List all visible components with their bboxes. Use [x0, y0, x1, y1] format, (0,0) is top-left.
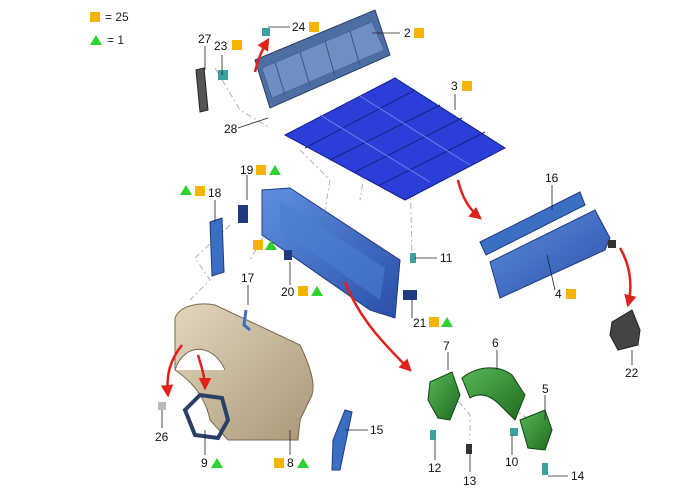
- callout-labels: 2 3 4 5 6 7 8 9 10 11 12 13 14 15 16 17 …: [155, 20, 639, 488]
- square-marker-icon: [298, 286, 308, 296]
- callout-23: 23: [214, 39, 228, 53]
- part-front-panel: [489, 209, 611, 299]
- square-marker-icon: [253, 240, 263, 250]
- square-marker-icon: [256, 165, 266, 175]
- callout-6: 6: [492, 336, 499, 350]
- triangle-marker-icon: [265, 240, 277, 250]
- part-inner-wheelhouse: [461, 367, 526, 421]
- callout-12: 12: [428, 461, 442, 475]
- callout-10: 10: [505, 455, 519, 469]
- callout-13: 13: [463, 474, 477, 488]
- callout-17: 17: [241, 271, 255, 285]
- triangle-marker-icon: [269, 165, 281, 175]
- callout-5: 5: [542, 382, 549, 396]
- square-marker-icon: [274, 458, 284, 468]
- legend-triangle-text: = 1: [107, 33, 125, 47]
- triangle-marker-icon: [211, 458, 223, 468]
- part-tail-lamp: [609, 309, 641, 351]
- triangle-marker-icon: [441, 317, 453, 327]
- callout-16: 16: [545, 171, 559, 185]
- part-small-cap: [608, 240, 616, 248]
- callout-15: 15: [370, 423, 384, 437]
- red-direction-arrows: [160, 37, 637, 398]
- part-fasteners: [158, 28, 548, 475]
- callout-4: 4: [555, 287, 562, 301]
- triangle-marker-icon: [90, 35, 102, 45]
- part-left-bracket: [209, 217, 225, 277]
- square-marker-icon: [232, 40, 242, 50]
- callout-27: 27: [198, 32, 212, 46]
- part-cable: [242, 309, 251, 332]
- part-bed-floor-frame: [283, 77, 506, 201]
- square-marker-icon: [566, 289, 576, 299]
- callout-9: 9: [201, 456, 208, 470]
- triangle-marker-icon: [311, 286, 323, 296]
- quantity-markers: [180, 22, 576, 468]
- legend-triangle-row: = 1: [90, 33, 124, 47]
- square-marker-icon: [462, 81, 472, 91]
- part-inner-side-panel: [261, 187, 401, 319]
- triangle-marker-icon: [180, 185, 192, 195]
- callout-18: 18: [208, 186, 222, 200]
- legend-square-text: = 25: [105, 10, 129, 24]
- legend-square-row: = 25: [90, 10, 129, 24]
- square-marker-icon: [414, 28, 424, 38]
- part-front-crossmember: [479, 191, 586, 256]
- callout-2: 2: [404, 26, 411, 40]
- triangle-marker-icon: [297, 458, 309, 468]
- callout-8: 8: [287, 456, 294, 470]
- callout-3: 3: [451, 79, 458, 93]
- callout-22: 22: [625, 366, 639, 380]
- part-wheelhouse-front: [427, 371, 461, 421]
- part-vertical-bracket: [331, 409, 353, 471]
- square-marker-icon: [429, 317, 439, 327]
- callout-leader-lines: [161, 26, 633, 477]
- callout-11: 11: [440, 251, 453, 265]
- part-tailgate-hinge: [195, 67, 209, 113]
- callout-20: 20: [281, 285, 295, 299]
- square-marker-icon: [309, 22, 319, 32]
- callout-14: 14: [571, 469, 585, 483]
- square-marker-icon: [195, 186, 205, 196]
- part-wheel-arch-liner: [182, 392, 231, 441]
- callout-7: 7: [443, 339, 450, 353]
- callout-24: 24: [292, 20, 306, 34]
- callout-21: 21: [413, 316, 427, 330]
- part-wheelhouse-rear: [519, 409, 553, 451]
- callout-19: 19: [240, 163, 254, 177]
- part-tailgate: [254, 9, 391, 109]
- callout-26: 26: [155, 430, 169, 444]
- square-marker-icon: [90, 12, 100, 22]
- callout-28: 28: [224, 122, 238, 136]
